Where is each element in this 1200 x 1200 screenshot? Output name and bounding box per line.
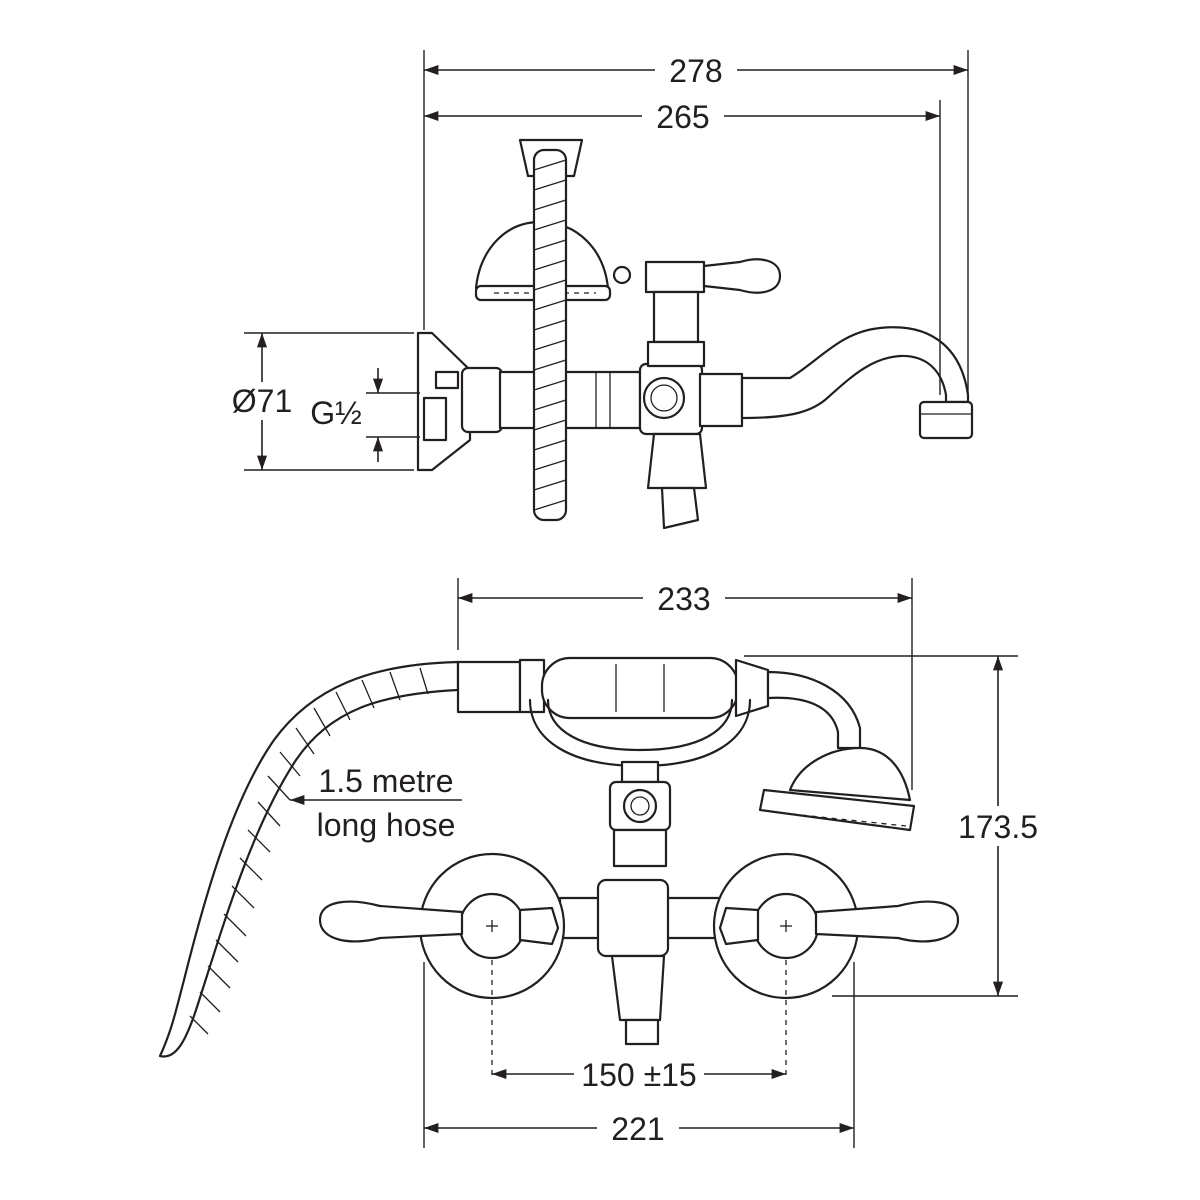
thread-inlet — [422, 396, 448, 442]
handshower-handle — [540, 656, 740, 720]
right-lever — [814, 900, 960, 943]
dim-278-label: 278 — [669, 53, 722, 89]
front-view — [158, 656, 960, 1080]
side-lever — [702, 258, 782, 294]
side-view — [416, 138, 974, 530]
dim-thread-label: G½ — [310, 395, 362, 431]
front-view-dimensions: 233 173.5 150 ±15 221 1.5 metre long hos… — [290, 578, 1038, 1148]
spout — [740, 326, 970, 420]
hose-note-line2: long hose — [317, 807, 456, 843]
dim-265-label: 265 — [656, 99, 709, 135]
dim-centres-label: 150 ±15 — [581, 1057, 696, 1093]
spout-aerator — [918, 400, 974, 440]
dim-diameter-label: Ø71 — [232, 383, 292, 419]
dim-221-label: 221 — [611, 1111, 664, 1147]
valve-cap — [644, 260, 706, 294]
hose-front — [158, 660, 460, 1058]
dim-173-5-label: 173.5 — [958, 809, 1038, 845]
left-lever — [318, 900, 464, 943]
side-view-dimensions: 278 265 Ø71 G½ — [228, 50, 969, 471]
diverter-button — [642, 376, 686, 420]
front-diverter — [622, 788, 658, 824]
shower-head-front — [788, 746, 912, 802]
dim-233-label: 233 — [657, 581, 710, 617]
hose-note-line1: 1.5 metre — [318, 763, 453, 799]
